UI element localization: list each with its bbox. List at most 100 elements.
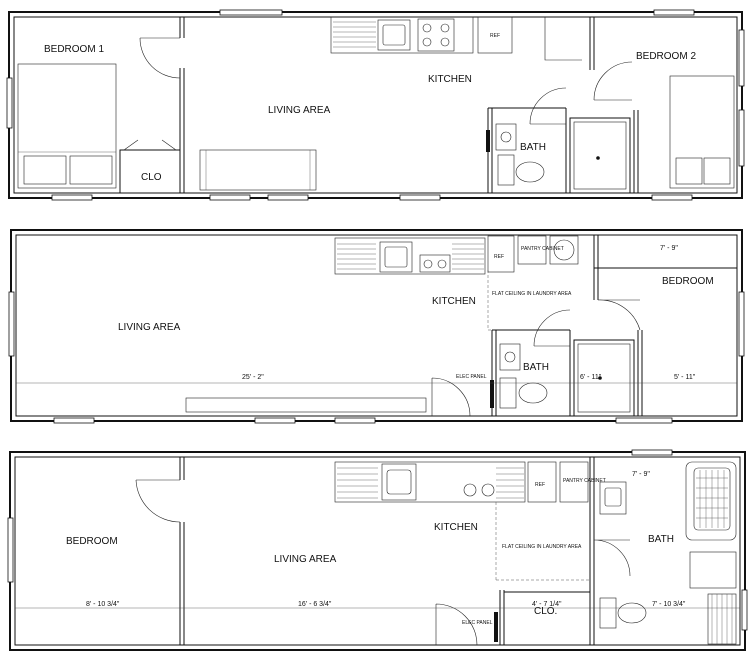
- plan-2-ref-label: REF: [494, 254, 504, 260]
- plan-3-shower-grid: [696, 470, 728, 528]
- plan-1-bedroom-1-label: BEDROOM 1: [44, 44, 104, 55]
- plan-2-entry-door: [431, 377, 471, 417]
- plan-3-bath-depth-dimension: 7' - 9": [632, 471, 650, 478]
- plan-1-kitchen-counter: [330, 16, 474, 54]
- plan-1-range: [417, 18, 455, 52]
- plan-1-window: [219, 9, 283, 16]
- plan-3-cabinet: [689, 551, 737, 589]
- floor-plan-1: REF BEDROOM 1 LIVING AREA KITCHEN BEDROO…: [6, 9, 745, 201]
- plan-1-shower-pan: [573, 121, 627, 190]
- plan-1-window: [267, 194, 309, 201]
- plan-3-burner: [481, 483, 495, 497]
- plan-3-window: [741, 589, 748, 631]
- plan-1-sink: [377, 19, 411, 51]
- plan-1-window: [51, 194, 93, 201]
- plan-2-vanity: [499, 343, 521, 371]
- plan-1-door-swing: [529, 87, 567, 125]
- plan-2-burner: [423, 259, 433, 269]
- plan-3-bedroom-dimension: 8' - 10 3/4": [86, 601, 120, 608]
- plan-3-counter-hatch: [337, 467, 524, 499]
- plan-1-burner: [422, 23, 432, 33]
- plan-2-kitchen-label: KITCHEN: [432, 296, 476, 307]
- plan-2-window: [615, 417, 673, 424]
- plan-2-bedroom-label: BEDROOM: [662, 276, 714, 287]
- plan-1-burner: [440, 23, 450, 33]
- plan-1-door-swing: [139, 37, 181, 79]
- plan-3-entry-door: [435, 603, 478, 646]
- plan-2-window: [738, 291, 745, 357]
- plan-1-sink-bowl: [382, 24, 406, 46]
- plan-2-window: [334, 417, 376, 424]
- plan-2-living-dimension: 25' - 2": [242, 374, 264, 381]
- plan-1-bedroom-2-label: BEDROOM 2: [636, 51, 696, 62]
- plan-3-lavatory: [604, 487, 622, 507]
- plan-1-laundry: [544, 17, 582, 61]
- plan-2-refrigerator: [487, 235, 515, 273]
- plan-2-drain: [598, 376, 602, 380]
- plan-3-shower: [685, 461, 737, 541]
- plan-1-pillow: [703, 157, 731, 185]
- plan-2-kitchen-counter: [334, 237, 486, 275]
- plan-2-bath-dimension: 6' - 11": [580, 374, 602, 381]
- floor-plan-3: REF PANTRY CABINET FLAT CEILING IN LAUND…: [7, 449, 748, 651]
- plan-1-living-area-label: LIVING AREA: [268, 105, 331, 116]
- plan-3-flat-ceiling-note: FLAT CEILING IN LAUNDRY AREA: [502, 544, 582, 550]
- plan-3-living-area-label: LIVING AREA: [274, 554, 337, 565]
- plan-3-bedroom-label: BEDROOM: [66, 536, 118, 547]
- plan-1-window: [6, 77, 13, 129]
- plan-3-kitchen-label: KITCHEN: [434, 522, 478, 533]
- plan-2-door-swing: [597, 299, 641, 331]
- plan-1-pillow: [675, 157, 703, 185]
- plan-1-vanity: [495, 123, 517, 151]
- plan-2-sink: [379, 241, 413, 273]
- plan-1-door-swing: [593, 61, 633, 101]
- plan-2-flat-ceiling-note: FLAT CEILING IN LAUNDRY AREA: [492, 291, 572, 297]
- plan-3-interior-wall-line: [14, 456, 741, 646]
- plan-1-closet-door: [123, 139, 177, 151]
- plan-3-shower-pan: [693, 467, 731, 531]
- plan-2-cooktop: [419, 254, 451, 273]
- plan-1-bath-label: BATH: [520, 142, 546, 153]
- plan-2-bench: [185, 397, 427, 413]
- plan-3-elec-panel-label: ELEC PANEL: [462, 620, 493, 626]
- plan-1-sofa: [199, 149, 317, 191]
- plan-2-lavatory: [504, 351, 516, 363]
- plan-1-window: [399, 194, 441, 201]
- plan-1-counter-hatch: [333, 21, 376, 48]
- plan-3-bath-dimension: 7' - 10 3/4": [652, 601, 686, 608]
- plan-2-toilet: [518, 382, 548, 404]
- plan-1-refrigerator: [477, 16, 513, 54]
- plan-2-window: [8, 291, 15, 357]
- plan-3-sink-bowl: [386, 469, 412, 495]
- plan-1-burner: [440, 37, 450, 47]
- plan-1-elec-panel: [486, 130, 490, 152]
- plan-3-ref-label: REF: [535, 482, 545, 488]
- plan-3-kitchen-counter: [334, 461, 526, 503]
- plan-2-sink-bowl: [384, 246, 408, 268]
- plan-3-toilet: [617, 602, 647, 624]
- plan-2-elec-panel-label: ELEC PANEL: [456, 374, 487, 380]
- plan-2-pantry-label: PANTRY CABINET: [521, 246, 564, 252]
- plan-2-shower: [573, 339, 635, 417]
- plan-1-closet: [119, 149, 181, 194]
- plan-1-exterior-wall: [8, 11, 743, 199]
- plan-1-bed: [17, 63, 117, 189]
- plan-3-bath-label: BATH: [648, 534, 674, 545]
- plan-2-door-swing: [533, 309, 571, 347]
- plan-2-elec-panel: [490, 380, 494, 408]
- plan-1-kitchen-label: KITCHEN: [428, 74, 472, 85]
- plan-2-interior-wall-line: [15, 234, 738, 417]
- plan-3-window: [631, 449, 673, 456]
- plan-2-living-area-label: LIVING AREA: [118, 322, 181, 333]
- plan-2-window: [254, 417, 296, 424]
- plan-3-sink: [381, 463, 417, 501]
- plan-3-window: [7, 517, 14, 583]
- plan-1-window: [209, 194, 251, 201]
- plan-1-pillow: [23, 155, 67, 185]
- plan-1-toilet: [515, 161, 545, 183]
- plan-3-pantry-label: PANTRY CABINET: [563, 478, 606, 484]
- plan-2-burner: [437, 259, 447, 269]
- plan-1-ref-label: REF: [490, 33, 500, 39]
- plan-3-door-swing: [593, 539, 631, 577]
